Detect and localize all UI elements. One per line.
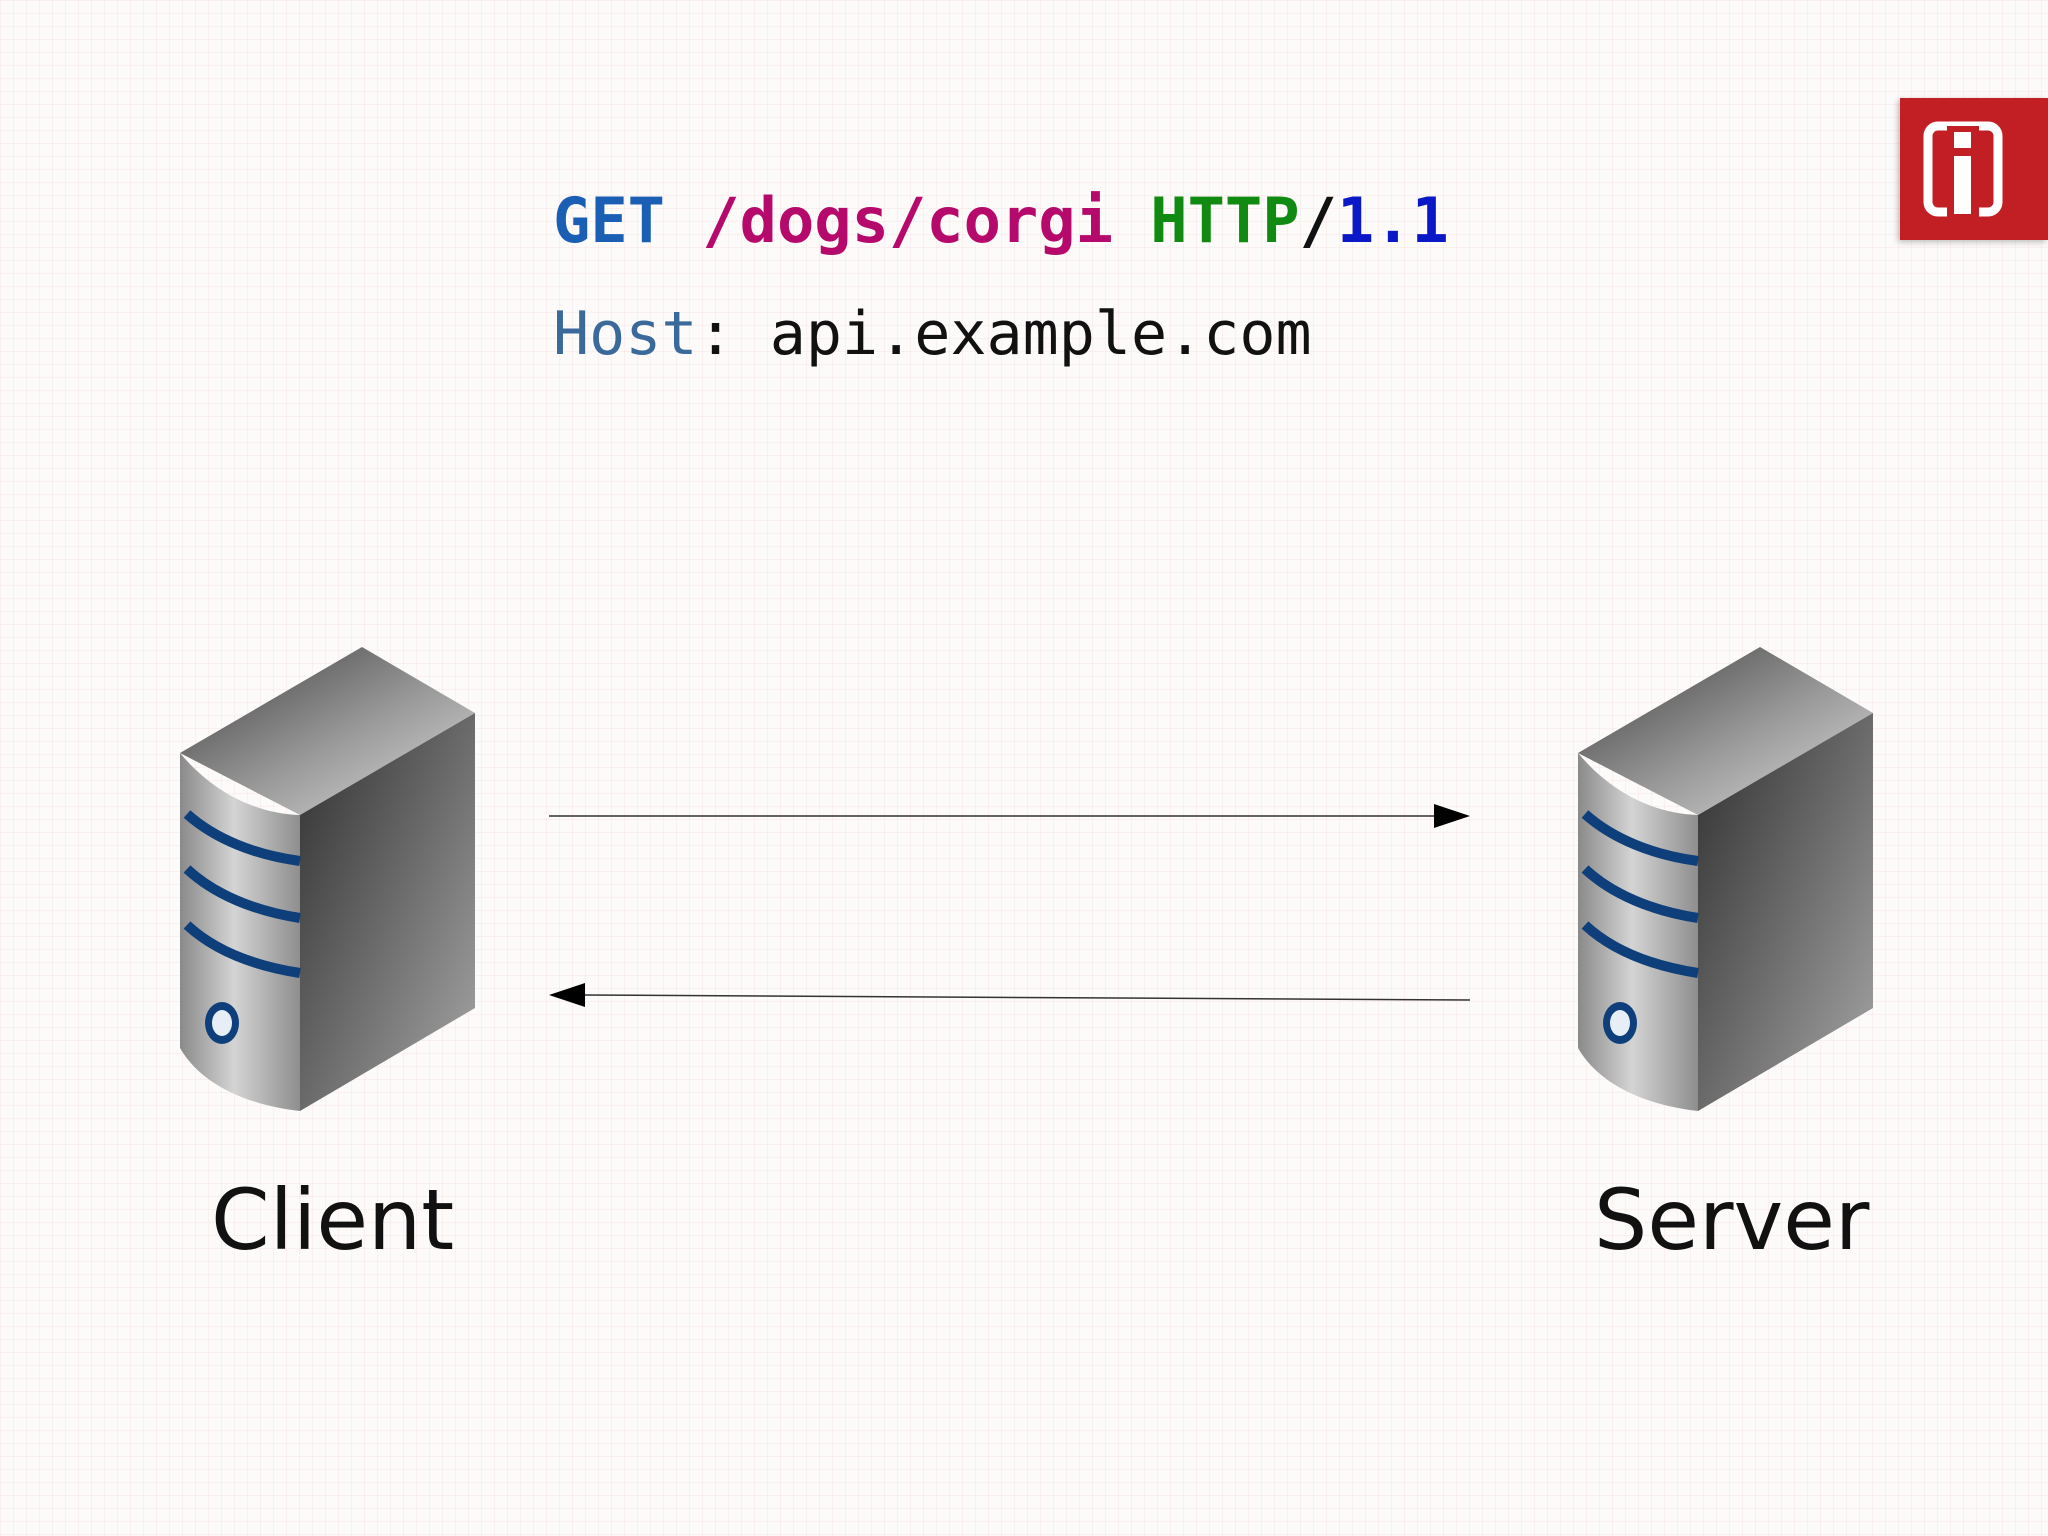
server-label: Server [1594,1171,1870,1269]
header-colon: : [697,299,734,369]
logo-badge [1900,98,2048,240]
http-protocol: HTTP [1150,184,1300,257]
request-path: /dogs/corgi [702,184,1113,257]
client-label: Client [211,1171,455,1269]
server-tower-icon [1578,647,1873,1111]
request-arrowhead [1434,804,1470,828]
info-logo-icon [1923,121,2003,218]
http-method: GET [553,184,665,257]
host-header-line: Host: api.example.com [553,304,1312,364]
http-version: 1.1 [1336,184,1449,257]
client-server-icon [180,647,475,1111]
http-request-line: GET /dogs/corgi HTTP/1.1 [553,190,1449,252]
protocol-separator: / [1299,184,1337,257]
response-arrowhead [549,983,585,1007]
response-arrow-line [581,994,1471,1001]
header-value: api.example.com [769,299,1312,369]
header-name: Host [553,299,698,369]
